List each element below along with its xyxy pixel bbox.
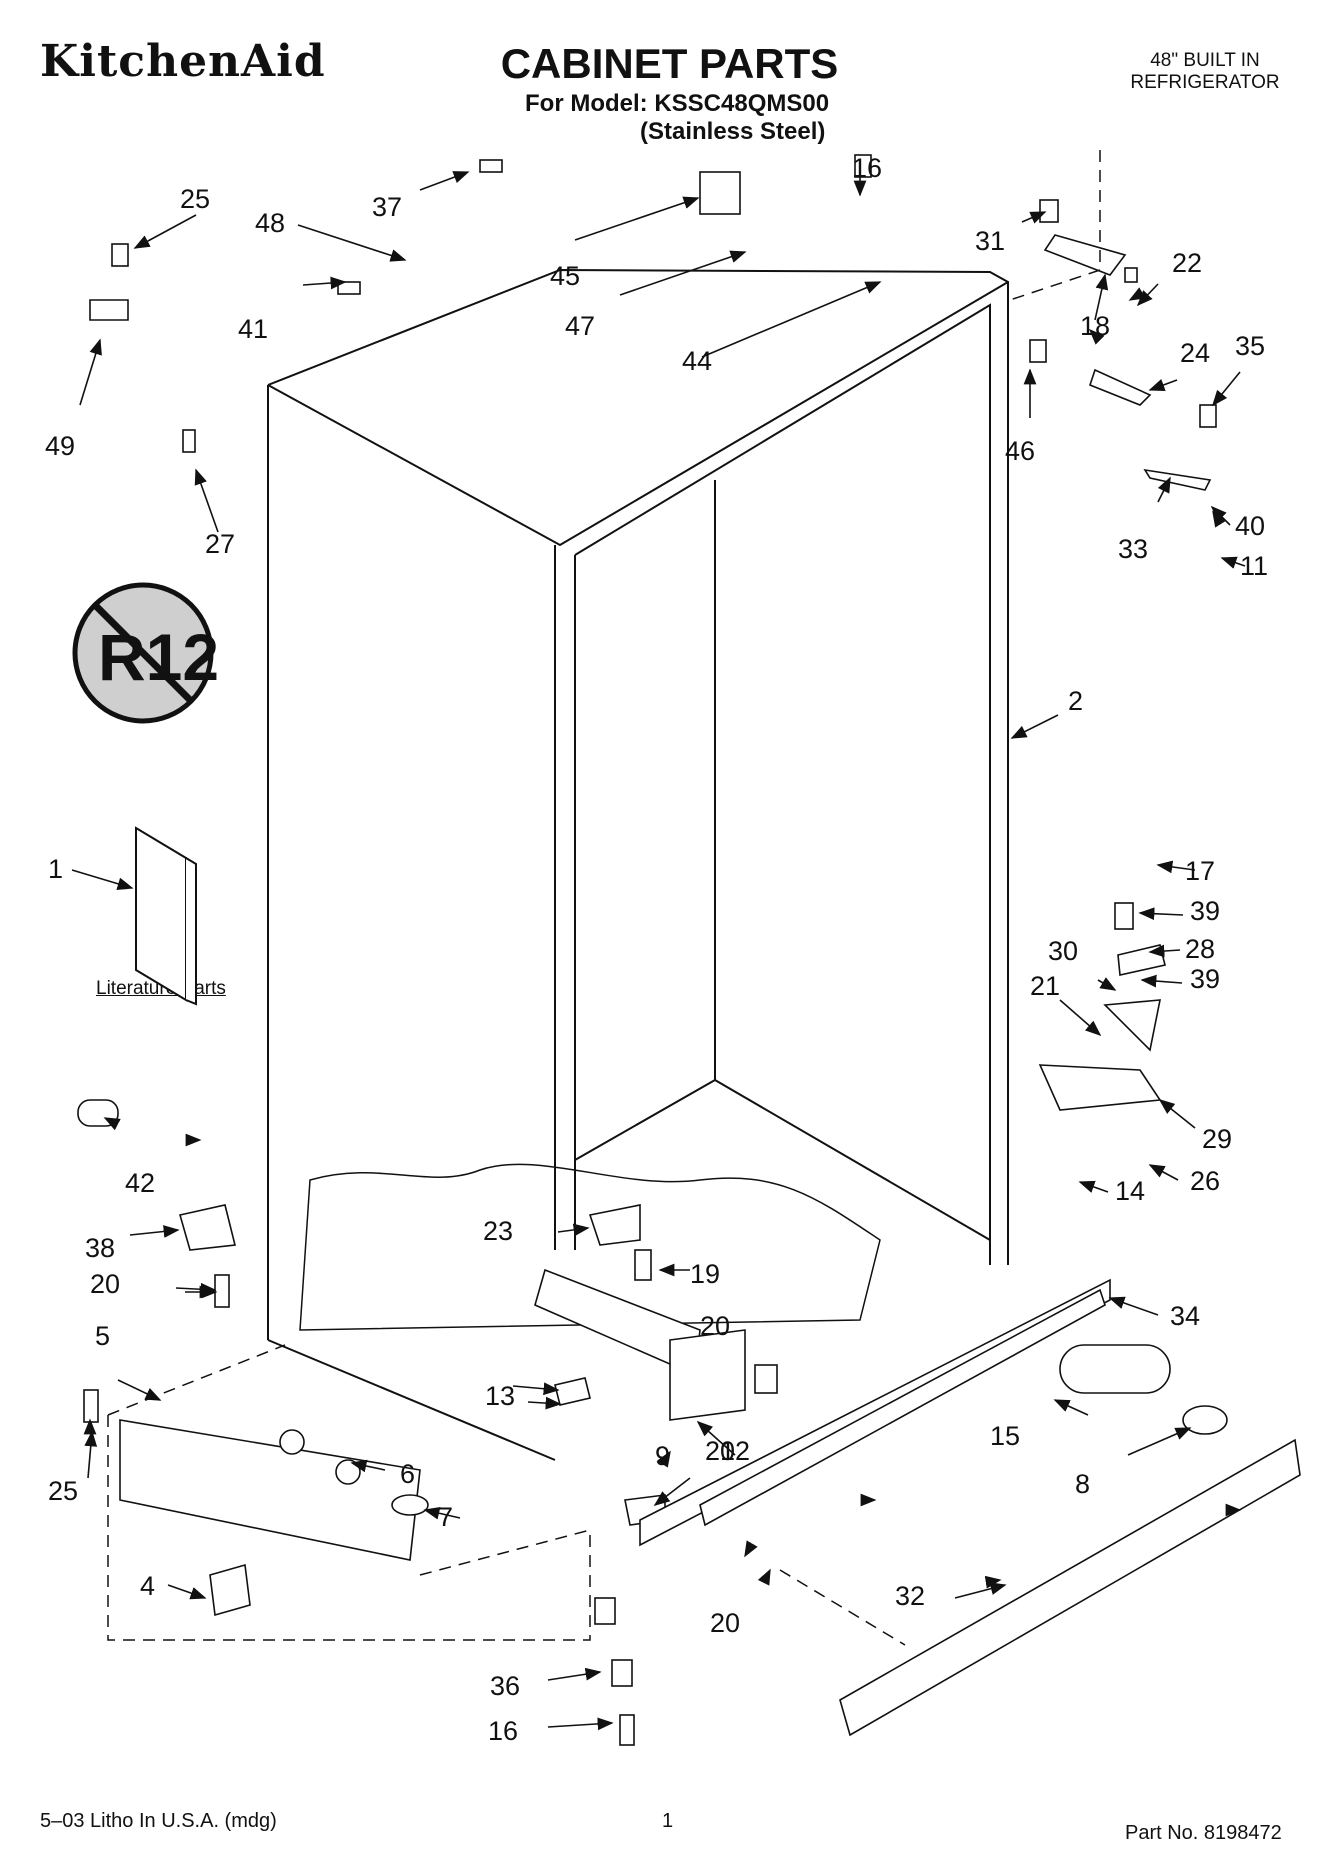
assembly-outlines <box>107 150 1101 1646</box>
callout-25: 25 <box>48 1476 78 1506</box>
callout-12: 12 <box>720 1436 750 1466</box>
model-line: For Model: KSSC48QMS00 <box>525 90 830 117</box>
callout-39: 39 <box>1190 896 1220 926</box>
hardware-parts <box>77 154 1301 1746</box>
footer-print-info: 5–03 Litho In U.S.A. (mdg) <box>40 1810 277 1832</box>
callout-44: 44 <box>682 346 712 376</box>
callout-49: 49 <box>45 431 75 461</box>
callout-27: 27 <box>205 529 235 559</box>
callout-30: 30 <box>1048 936 1078 966</box>
subtitle-line-2: REFRIGERATOR <box>1130 72 1280 93</box>
callout-22: 22 <box>1172 248 1202 278</box>
callout-38: 38 <box>85 1233 115 1263</box>
callout-24: 24 <box>1180 338 1210 368</box>
callout-37: 37 <box>372 192 402 222</box>
callout-40: 40 <box>1235 511 1265 541</box>
callout-13: 13 <box>485 1381 515 1411</box>
callout-2: 2 <box>1068 686 1083 716</box>
callout-26: 26 <box>1190 1166 1220 1196</box>
callout-48: 48 <box>255 208 285 238</box>
callout-4: 4 <box>140 1571 155 1601</box>
callout-16: 16 <box>852 153 882 183</box>
callout-36: 36 <box>490 1671 520 1701</box>
callout-42: 42 <box>125 1168 155 1198</box>
cabinet-body <box>267 268 1009 1461</box>
callout-17: 17 <box>1185 856 1215 886</box>
callout-16: 16 <box>488 1716 518 1746</box>
callout-14: 14 <box>1115 1176 1145 1206</box>
callout-20: 20 <box>700 1311 730 1341</box>
callout-21: 21 <box>1030 971 1060 1001</box>
callout-28: 28 <box>1185 934 1215 964</box>
callout-46: 46 <box>1005 436 1035 466</box>
callout-32: 32 <box>895 1581 925 1611</box>
callout-9: 9 <box>655 1441 670 1471</box>
product-subtitle: 48" BUILT IN REFRIGERATOR <box>1105 50 1305 94</box>
subtitle-line-1: 48" BUILT IN <box>1150 50 1260 71</box>
callout-47: 47 <box>565 311 595 341</box>
leader-arrows <box>71 171 1246 1731</box>
callout-20: 20 <box>710 1608 740 1638</box>
callout-18: 18 <box>1080 311 1110 341</box>
no-r12-badge: R12 <box>72 582 219 724</box>
footer-page-number: 1 <box>662 1810 674 1832</box>
callout-5: 5 <box>95 1321 110 1351</box>
callout-20: 20 <box>90 1269 120 1299</box>
callout-labels: 1245678911121314151616171819202020202122… <box>45 153 1268 1746</box>
callout-39: 39 <box>1190 964 1220 994</box>
footer-part-number: Part No. 8198472 <box>1125 1822 1282 1844</box>
callout-8: 8 <box>1075 1469 1090 1499</box>
callout-6: 6 <box>400 1459 415 1489</box>
callout-11: 11 <box>1240 551 1268 581</box>
callout-15: 15 <box>990 1421 1020 1451</box>
literature-booklet <box>135 826 197 1006</box>
callout-1: 1 <box>48 854 63 884</box>
page-title: CABINET PARTS <box>500 40 839 87</box>
callout-7: 7 <box>438 1502 453 1532</box>
callout-23: 23 <box>483 1216 513 1246</box>
callout-35: 35 <box>1235 331 1265 361</box>
callout-45: 45 <box>550 261 580 291</box>
brand-logo: KitchenAid <box>40 36 326 87</box>
finish-line: (Stainless Steel) <box>640 118 826 145</box>
callout-29: 29 <box>1202 1124 1232 1154</box>
callout-25: 25 <box>180 184 210 214</box>
callout-20: 20 <box>705 1436 735 1466</box>
callout-41: 41 <box>238 314 268 344</box>
callout-19: 19 <box>690 1259 720 1289</box>
callout-34: 34 <box>1170 1301 1200 1331</box>
callout-33: 33 <box>1118 534 1148 564</box>
callout-31: 31 <box>975 226 1005 256</box>
